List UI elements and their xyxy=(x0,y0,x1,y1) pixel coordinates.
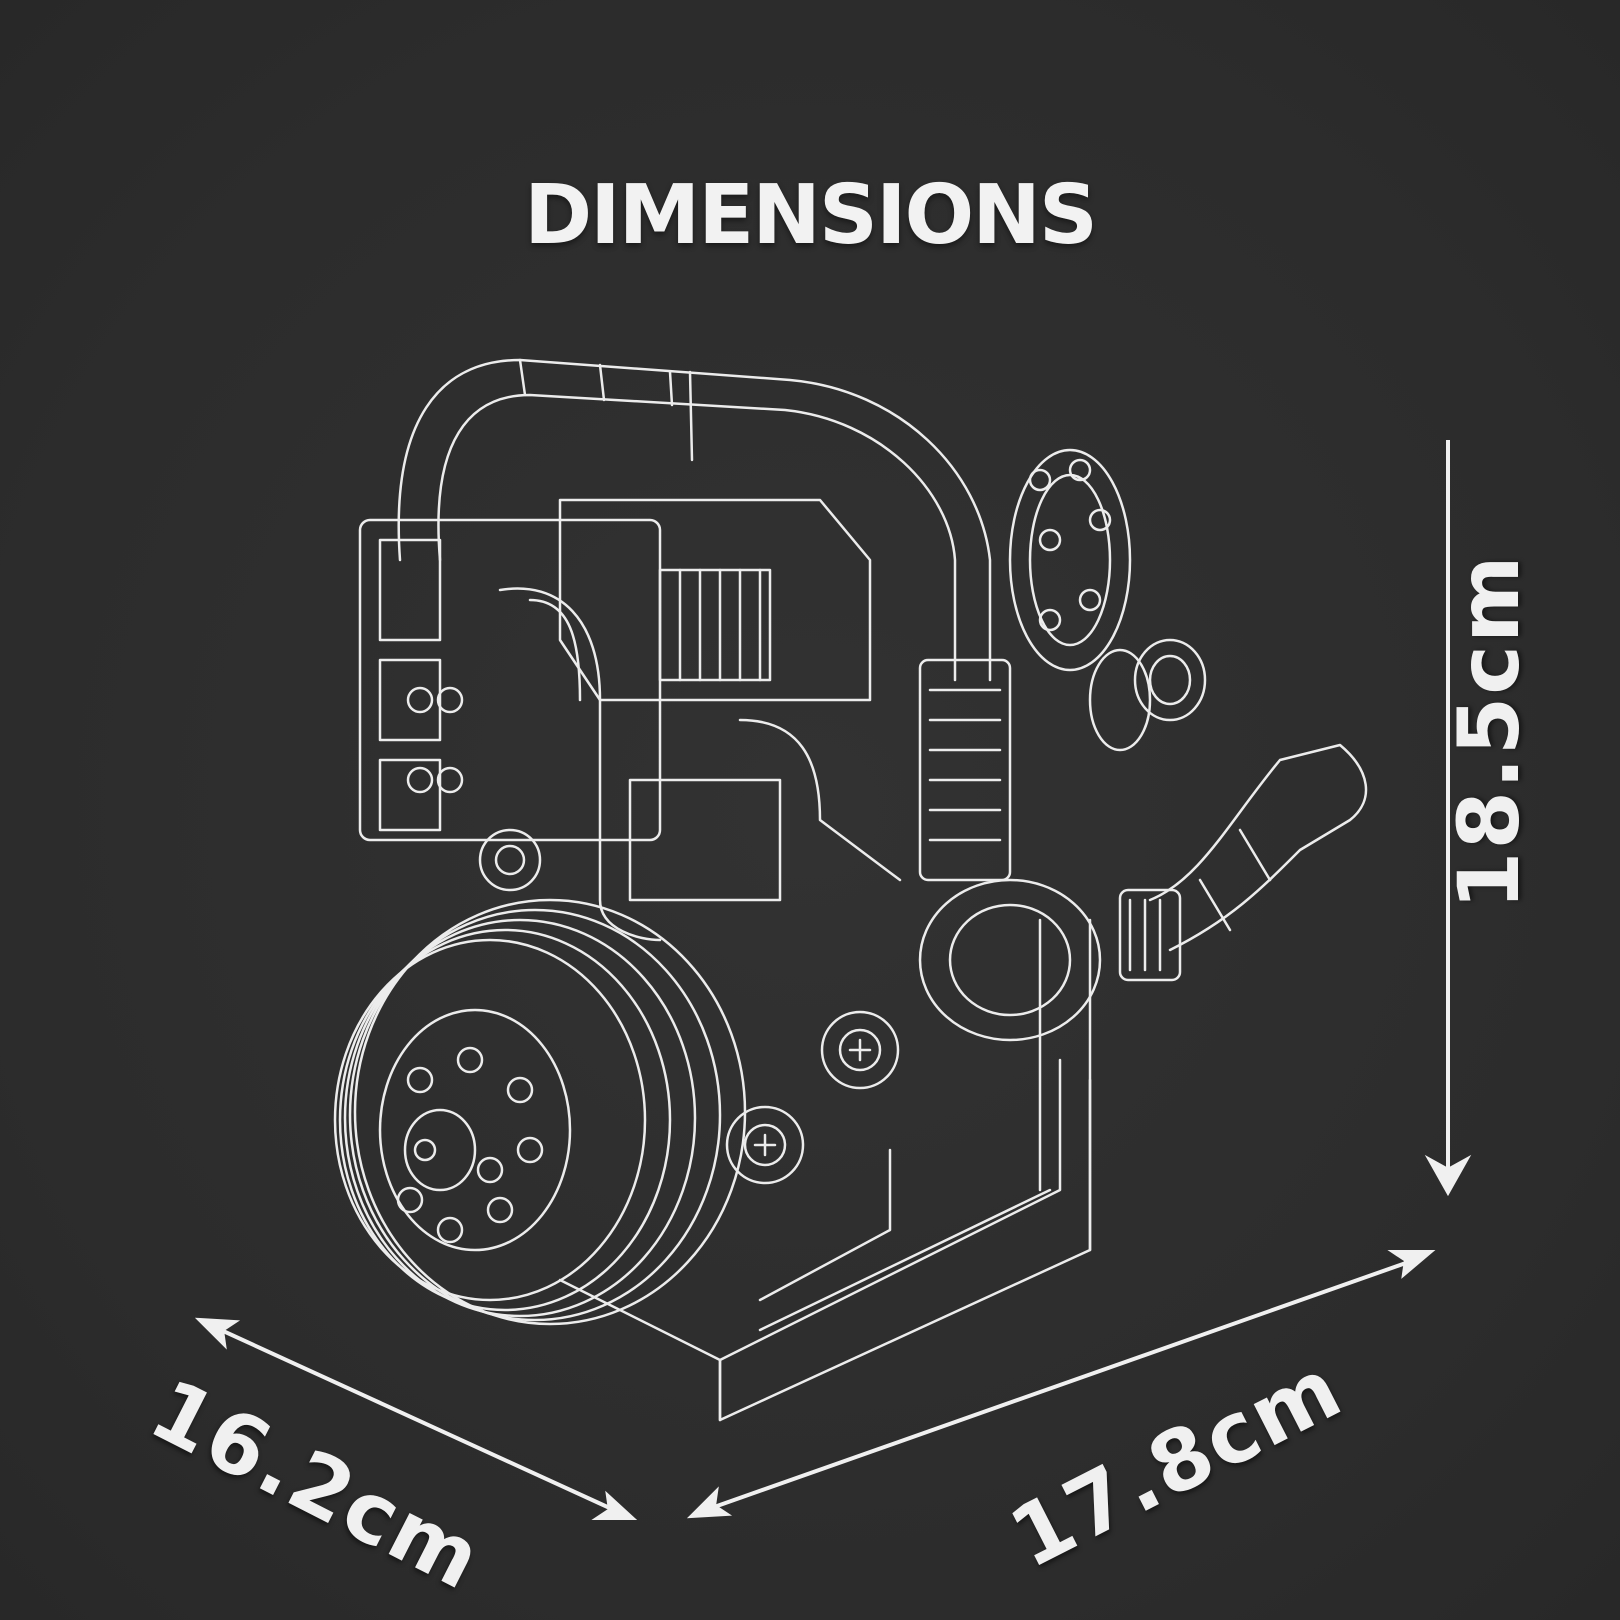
height-arrow xyxy=(1424,440,1472,1197)
intake-pipe xyxy=(397,358,992,682)
timing-gear xyxy=(1008,448,1132,672)
width-arrow xyxy=(686,1250,1436,1519)
page-title: DIMENSIONS xyxy=(524,168,1098,263)
depth-arrow xyxy=(194,1317,638,1520)
height-label: 18.5cm xyxy=(1440,553,1538,910)
exhaust-pipe xyxy=(1148,743,1368,952)
pulley xyxy=(333,938,647,1302)
engine-block xyxy=(358,518,662,842)
turbocharger xyxy=(918,878,1102,1042)
base-frame xyxy=(558,1078,1092,1422)
